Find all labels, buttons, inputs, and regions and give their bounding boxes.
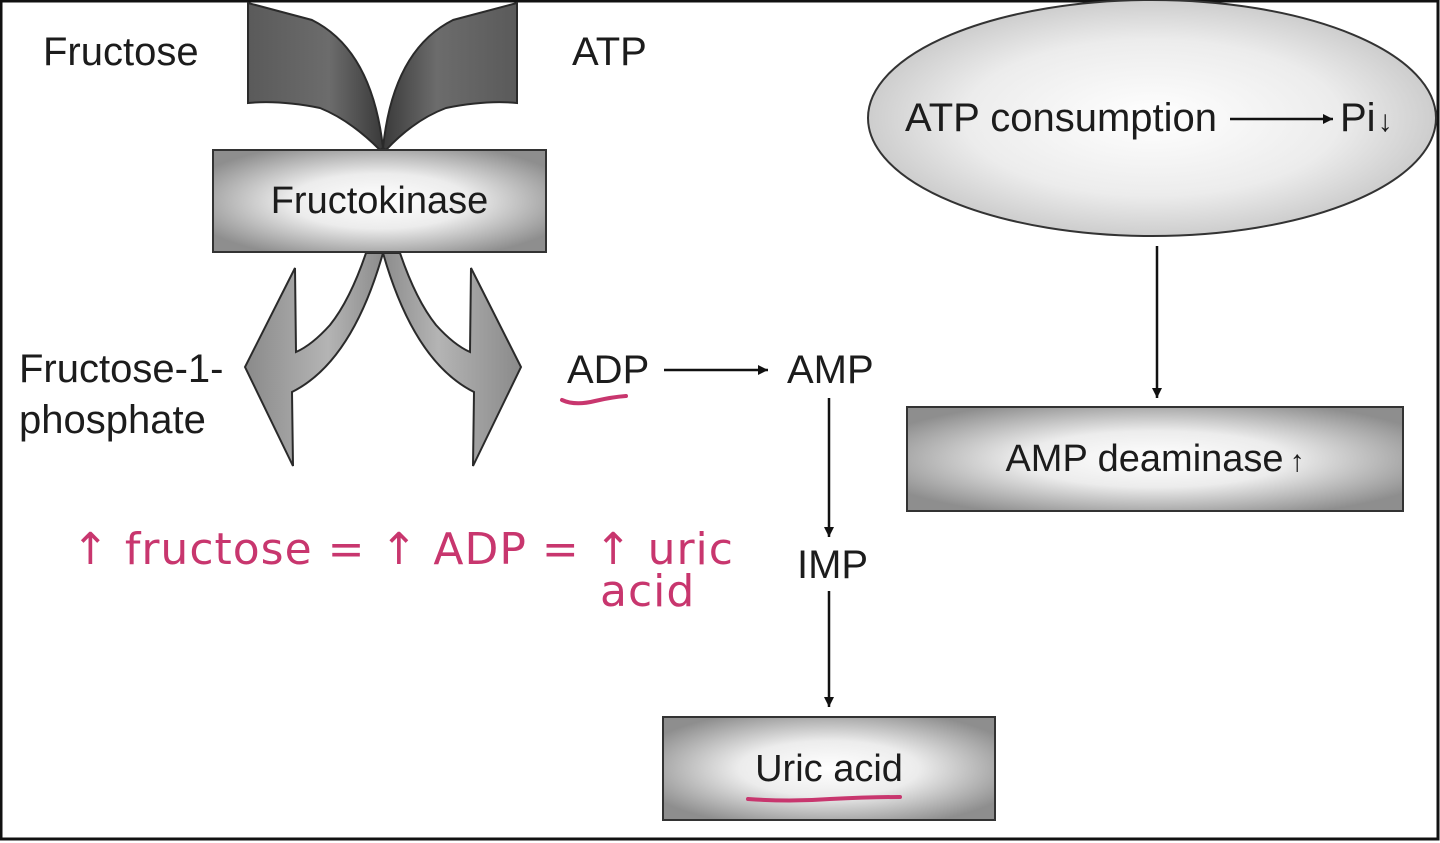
adp-underline — [560, 394, 628, 406]
fructose-1-phosphate-output-arrow — [243, 252, 385, 467]
uric-acid-box — [662, 716, 996, 821]
amp-deaminase-box — [906, 406, 1404, 512]
atp-consumption-ellipse — [867, 0, 1437, 237]
amp-deaminase-text: AMP deaminase — [1005, 438, 1284, 480]
pi-down-arrow-icon: ↓ — [1377, 105, 1393, 138]
handwritten-note-line1: ↑ fructose = ↑ ADP = ↑ uric — [72, 524, 734, 575]
handwritten-note-line2: acid — [600, 566, 696, 617]
fructokinase-box — [212, 149, 547, 253]
atp-consumption-label: ATP consumption — [905, 96, 1218, 140]
atp-label: ATP — [572, 30, 647, 74]
adp-output-arrow — [381, 252, 523, 467]
adp-label: ADP — [567, 348, 650, 392]
imp-label: IMP — [797, 543, 869, 587]
amp-deaminase-label: AMP deaminase↑ — [907, 436, 1403, 485]
fructose-1-phosphate-label-line2: phosphate — [19, 398, 206, 442]
fructokinase-label: Fructokinase — [270, 180, 489, 222]
uric-acid-label: Uric acid — [755, 748, 903, 790]
amp-deaminase-up-arrow-icon: ↑ — [1289, 445, 1305, 478]
pi-label: Pi↓ — [1340, 94, 1393, 146]
amp-label: AMP — [787, 348, 874, 392]
uric-acid-underline — [746, 795, 902, 803]
pi-text: Pi — [1340, 96, 1376, 140]
atp-input-arrow — [381, 1, 518, 152]
fructose-input-arrow — [247, 1, 385, 152]
fructose-label: Fructose — [43, 30, 199, 74]
fructose-1-phosphate-label-line1: Fructose-1- — [19, 347, 224, 391]
